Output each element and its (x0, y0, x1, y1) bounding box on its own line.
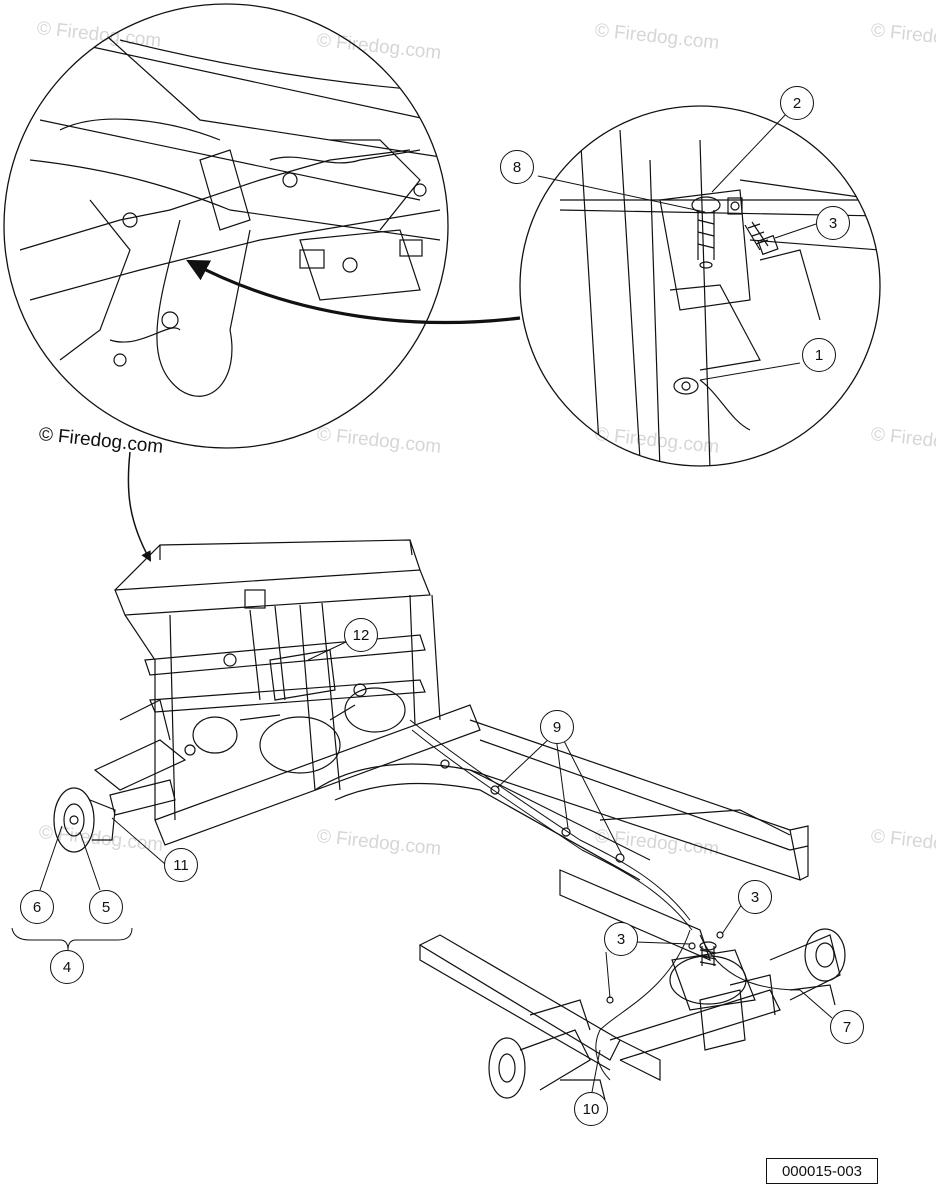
figure-code-box: 000015-003 (766, 1158, 878, 1184)
callout-11: 11 (164, 848, 198, 882)
detail-view-zoom (559, 129, 880, 466)
callout-1: 1 (802, 338, 836, 372)
detail-circle-left (3, 3, 449, 449)
chassis-frame (53, 539, 809, 962)
detail-view-frame (19, 29, 448, 397)
callout-9: 9 (540, 710, 574, 744)
callout-5: 5 (89, 890, 123, 924)
rear-axle-assembly (418, 928, 846, 1101)
callout-8: 8 (500, 150, 534, 184)
arrow-right-to-left (186, 259, 521, 325)
detail-circle-right (519, 105, 881, 467)
callout-3-rear-left: 3 (604, 922, 638, 956)
arrow-left-to-frame (127, 451, 152, 562)
callout-7: 7 (830, 1010, 864, 1044)
callout-12: 12 (344, 618, 378, 652)
callout-3-rear-right: 3 (738, 880, 772, 914)
leader-lines (11, 111, 833, 1093)
callout-4: 4 (50, 950, 84, 984)
callout-3-detail: 3 (816, 206, 850, 240)
callout-2: 2 (780, 86, 814, 120)
callout-6: 6 (20, 890, 54, 924)
callout-10: 10 (574, 1092, 608, 1126)
